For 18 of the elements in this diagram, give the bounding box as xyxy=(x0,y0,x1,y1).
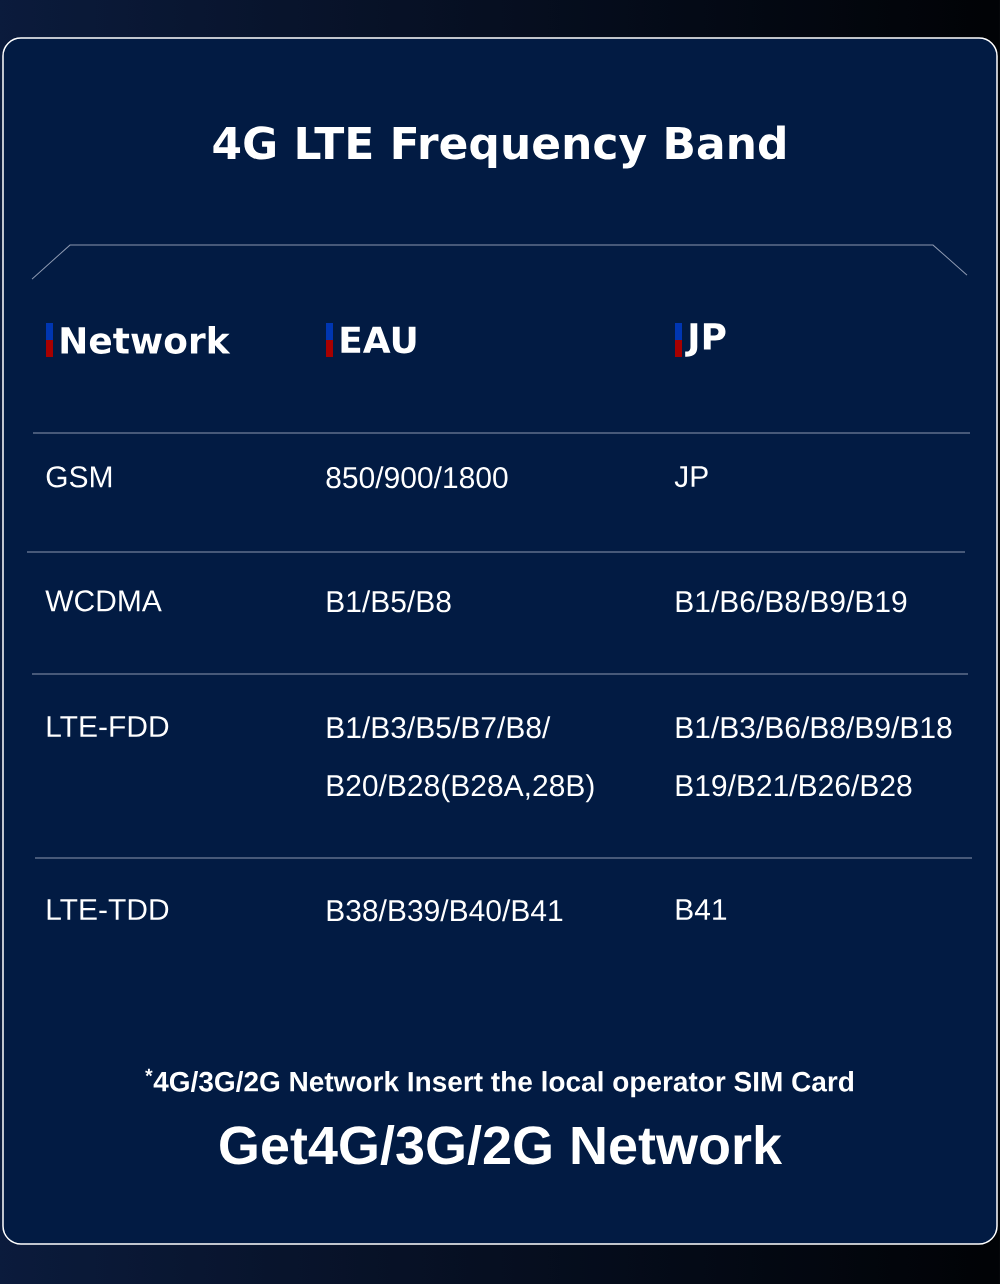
table-cell: LTE-TDD xyxy=(47,899,169,920)
table-cell: LTE-FDD xyxy=(47,716,169,737)
table-cell: B1/B3/B6/B8/B9/B18 B19/B21/B26/B28 xyxy=(676,716,952,797)
table-cell: B38/B39/B40/B41 xyxy=(327,899,563,922)
footnote: $^{*}$4G/3G/2G Network Insert the local operator SIM Card xyxy=(145,1068,854,1098)
table-cell: 850/900/1800 xyxy=(326,466,508,489)
table-cell: GSM xyxy=(46,466,112,488)
table-cell: B41 xyxy=(676,899,727,920)
table-cell: JP xyxy=(674,466,708,488)
table-cell: WCDMA xyxy=(45,590,162,612)
column-header: EAU xyxy=(341,326,416,354)
table-cell: B1/B3/B5/B7/B8/ B20/B28(B28A,28B) xyxy=(327,716,594,803)
column-header: JP xyxy=(685,323,726,357)
column-header: Network xyxy=(61,326,231,354)
title: 4G LTE Frequency Band xyxy=(213,125,785,169)
tagline: Get4G/3G/2G Network xyxy=(220,1124,783,1166)
table-cell: B1/B5/B8 xyxy=(327,590,451,613)
table-cell: B1/B6/B8/B9/B19 xyxy=(676,590,907,613)
